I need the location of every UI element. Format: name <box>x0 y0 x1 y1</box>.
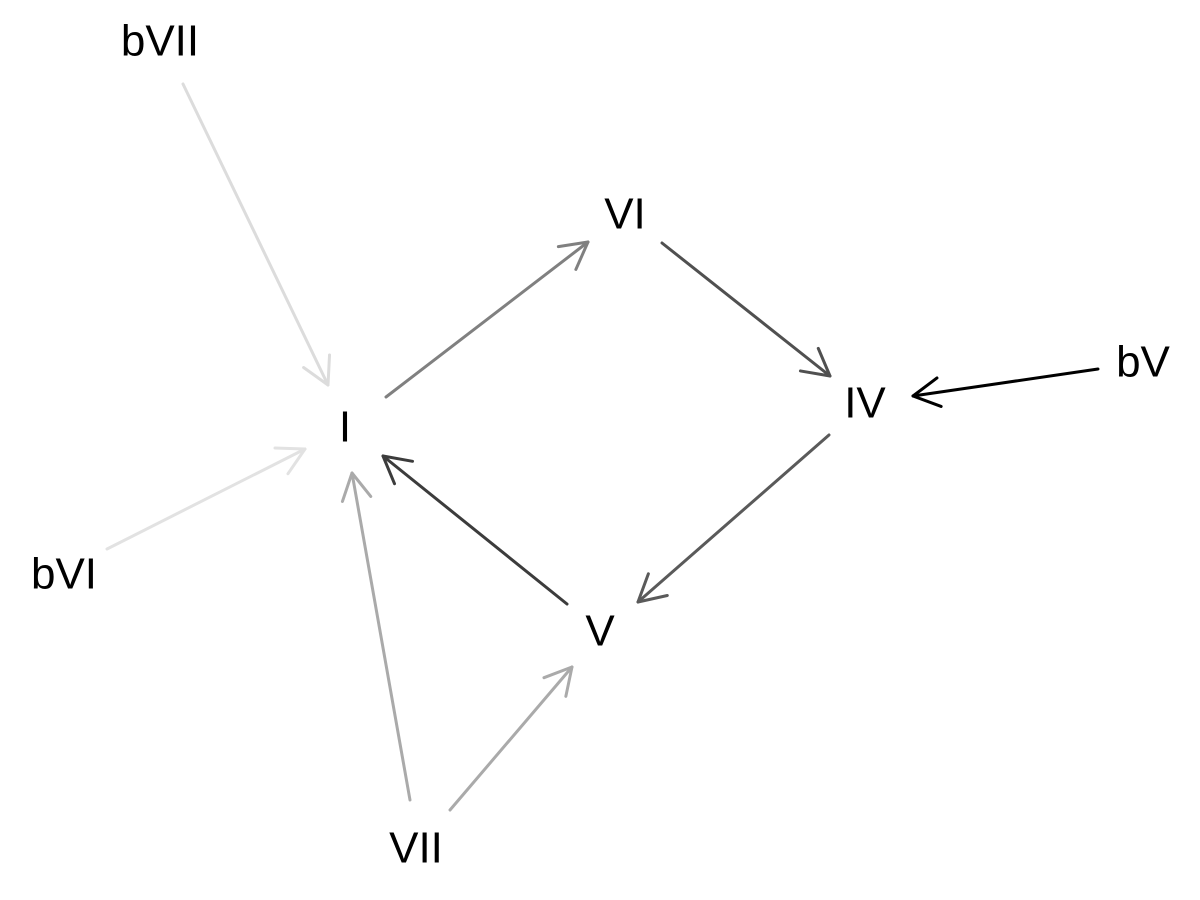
nodes-layer: bVII VI I IV bV bVI V VII <box>31 17 1171 873</box>
edge-line <box>350 471 412 802</box>
node-V: V <box>585 607 615 656</box>
node-I: I <box>339 403 351 452</box>
edge-V-to-I <box>381 454 569 606</box>
edge-line <box>384 240 590 399</box>
arrowhead-icon <box>273 446 307 476</box>
edge-IV-to-V <box>636 433 831 604</box>
arrowhead-icon <box>798 346 832 378</box>
edge-VII-to-V <box>448 665 574 812</box>
node-bV: bV <box>1116 338 1170 387</box>
edge-VI-to-IV <box>660 241 832 378</box>
arrowhead-icon <box>556 240 590 271</box>
edge-line <box>381 454 569 606</box>
edge-line <box>448 665 574 812</box>
edge-line <box>181 82 330 387</box>
edge-bVI-to-I <box>105 446 307 551</box>
node-bVI: bVI <box>31 550 97 599</box>
edge-VII-to-I <box>340 471 412 802</box>
arrowhead-icon <box>302 353 332 387</box>
edge-line <box>105 447 307 551</box>
arrowhead-icon <box>911 376 943 408</box>
arrowhead-icon <box>381 454 415 486</box>
arrowhead-icon <box>542 665 574 698</box>
edge-line <box>636 433 831 604</box>
node-VII: VII <box>389 824 443 873</box>
edges-layer <box>105 82 1100 812</box>
edge-line <box>911 367 1100 398</box>
edge-bV-to-IV <box>911 367 1100 408</box>
edge-I-to-VI <box>384 240 590 399</box>
node-VI: VI <box>604 190 646 239</box>
arrowhead-icon <box>636 572 669 604</box>
arrowhead-icon <box>340 471 373 503</box>
edge-line <box>660 241 832 378</box>
node-bVII: bVII <box>121 17 199 66</box>
edge-bVII-to-I <box>181 82 332 387</box>
node-IV: IV <box>844 379 886 428</box>
